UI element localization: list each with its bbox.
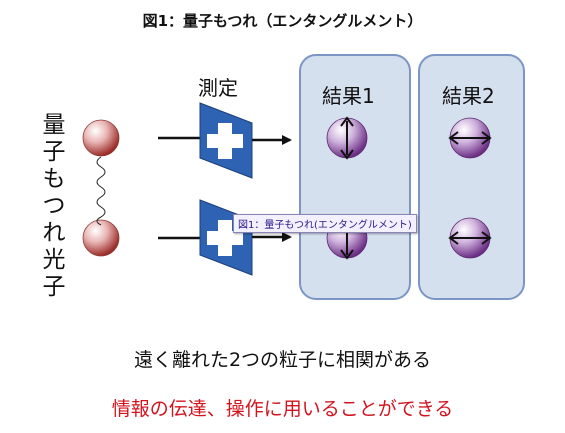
photons-char: 子 <box>42 139 66 165</box>
photons-char: つ <box>42 193 66 219</box>
caption-correlation: 遠く離れた2つの粒子に相関がある <box>133 349 432 371</box>
photon-top <box>82 119 120 157</box>
photons-char: 量 <box>42 112 66 138</box>
result2-panel <box>418 54 525 300</box>
photon-bottom <box>82 219 120 257</box>
plus-filter-icon <box>199 199 253 276</box>
horizontal-double-arrow-icon <box>448 217 492 259</box>
result2-label: 結果2 <box>442 84 495 108</box>
photons-char: れ <box>42 220 66 246</box>
entangled-photons-label: 量 子 も つ れ 光 子 <box>40 112 68 301</box>
photons-char: 子 <box>42 274 66 300</box>
caption-application: 情報の伝達、操作に用いることができる <box>111 398 454 420</box>
result1-label: 結果1 <box>322 84 375 108</box>
vertical-double-arrow-icon <box>326 116 368 160</box>
photons-char: も <box>42 166 66 192</box>
plus-filter-icon <box>199 102 253 179</box>
entanglement-wave <box>96 156 106 226</box>
photons-char: 光 <box>42 247 66 273</box>
figure-title: 図1：量子もつれ（エンタングルメント） <box>142 12 423 30</box>
horizontal-double-arrow-icon <box>448 117 492 159</box>
hover-tooltip: 図1：量子もつれ(エンタングルメント) <box>233 214 417 233</box>
measure-label: 測定 <box>198 76 238 100</box>
